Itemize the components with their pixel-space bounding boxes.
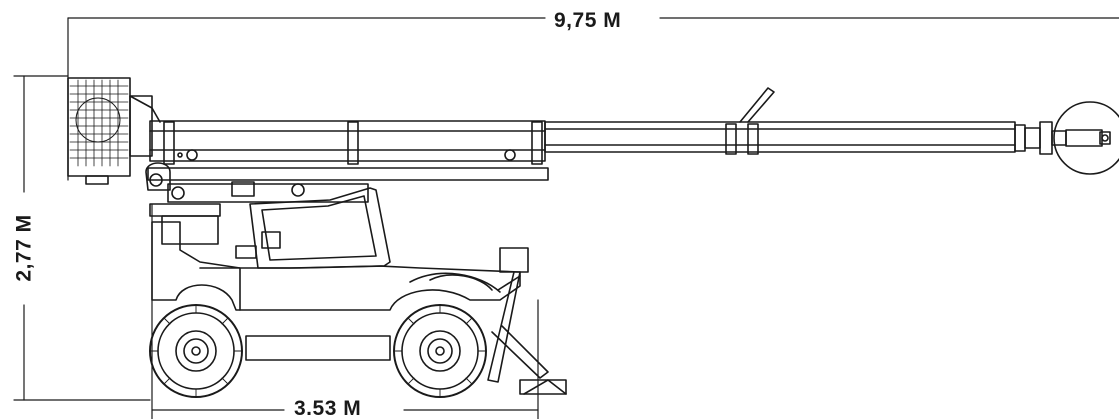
dimension-label-height: 2,77 M [13,208,36,288]
front-wheel [393,304,487,398]
dimension-line-length [67,17,1119,181]
rear-counterweight [67,77,161,185]
dimension-line-height [13,75,151,401]
operator-cab [235,187,391,269]
machine-chassis [151,221,521,361]
dimension-label-wheelbase: 3.53 M [288,398,368,419]
boom-mount [145,162,369,245]
rear-wheel [149,304,243,398]
saw-disc [1053,101,1119,175]
telescopic-boom [147,87,1067,181]
front-stabilizer [487,247,567,395]
dimension-label-length: 9,75 M [548,10,628,31]
